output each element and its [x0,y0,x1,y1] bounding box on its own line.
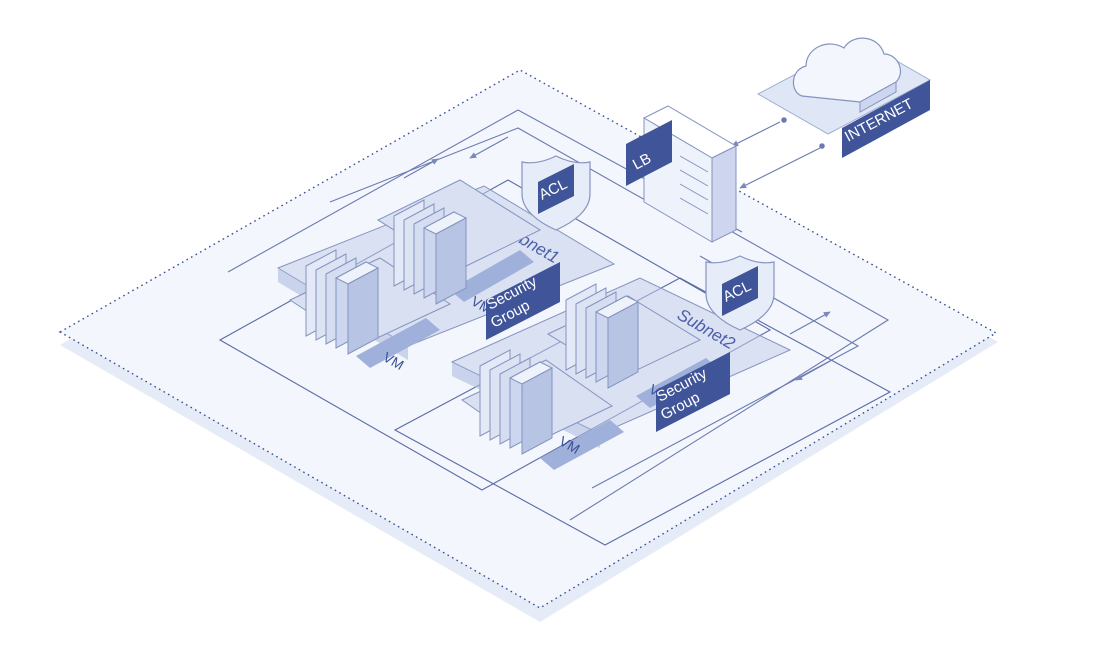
cloud-icon [792,37,901,103]
arrow-5 [731,121,781,147]
arrow-4 [795,359,833,381]
arrow-6 [739,147,821,189]
server-rack-icon [565,283,639,389]
arrow-1 [403,158,439,179]
vm-3: VM [461,349,624,470]
acl-2: ACL [705,255,775,331]
arrow-3 [789,311,831,335]
arrow-2 [469,136,509,159]
load-balancer: LB [626,105,738,243]
connector-dot [781,117,787,123]
flow-arrows [403,117,833,381]
subnet-1: Subnet1 VM VM Security Group ACL [276,155,616,373]
server-rack-icon [305,249,379,355]
server-rack-icon [479,349,553,455]
connector-dot [819,143,825,149]
lb-label: LB [630,150,654,174]
server-rack-icon [393,199,467,305]
internet: INTERNET [756,37,932,158]
acl-1: ACL [521,155,591,231]
